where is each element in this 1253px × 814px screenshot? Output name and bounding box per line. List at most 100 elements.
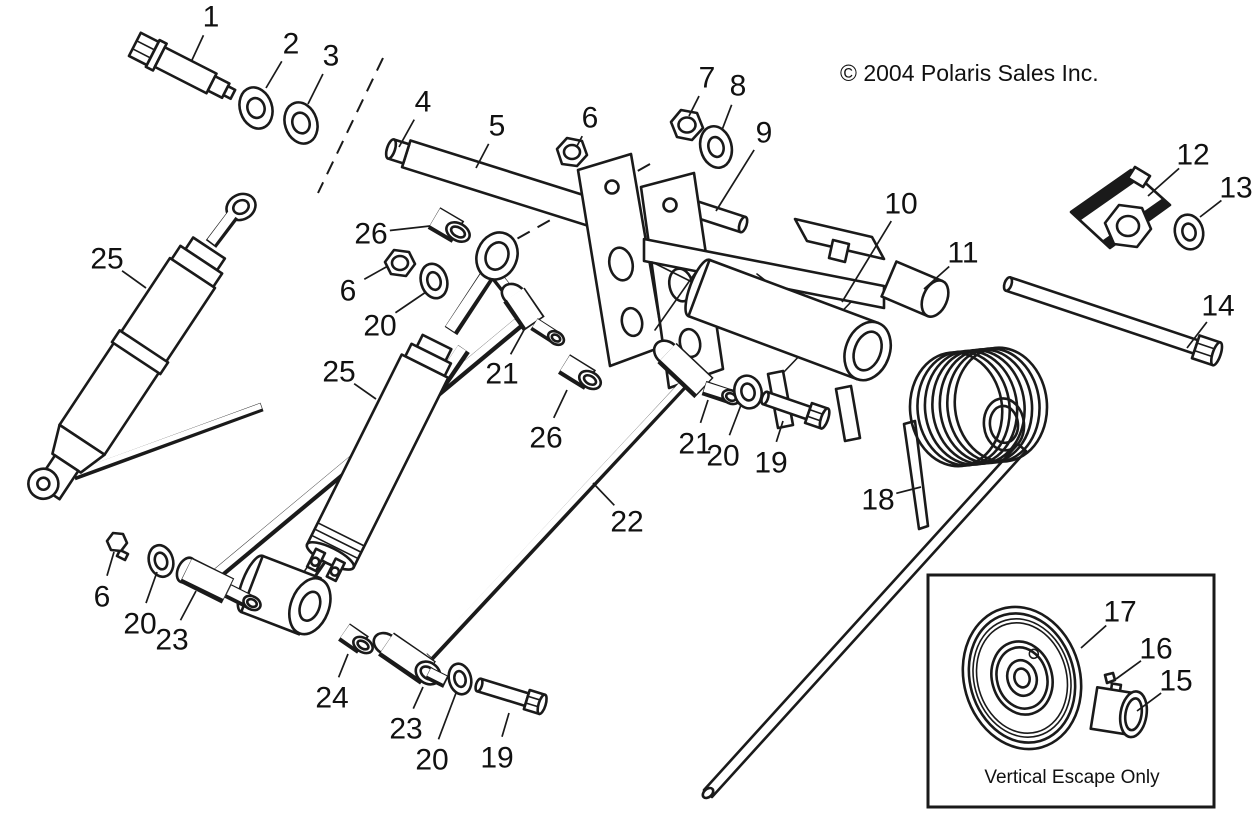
washer-part-2 xyxy=(238,86,274,130)
bolt-part-6-bottom xyxy=(105,531,130,562)
torsion-spring-part-18 xyxy=(701,346,1049,800)
leader-line-23 xyxy=(179,590,197,621)
leader-line-20 xyxy=(437,692,457,740)
callout-21: 21 xyxy=(678,428,711,461)
callout-6: 6 xyxy=(582,102,599,135)
tie-rod-part-22 xyxy=(426,378,690,661)
leader-line-17 xyxy=(1080,624,1107,649)
bolt-part-1 xyxy=(127,31,237,101)
leader-line-20 xyxy=(728,404,742,436)
callout-20: 20 xyxy=(123,608,156,641)
leader-line-12 xyxy=(1147,167,1180,197)
callout-15: 15 xyxy=(1159,665,1192,698)
callout-24: 24 xyxy=(315,682,348,715)
shock-absorber-part-25-left xyxy=(27,192,264,501)
rocker-pivot-eyelet xyxy=(236,554,332,636)
bolt-part-19-bottom xyxy=(474,677,548,716)
callout-20: 20 xyxy=(706,440,739,473)
callout-13: 13 xyxy=(1219,172,1252,205)
nut-part-6-mid xyxy=(383,248,417,278)
callout-1: 1 xyxy=(203,1,220,34)
callout-26: 26 xyxy=(354,218,387,251)
washer-part-13 xyxy=(1173,213,1205,251)
bolt-part-19-right xyxy=(760,390,831,430)
callout-6: 6 xyxy=(94,581,111,614)
callout-2: 2 xyxy=(283,28,300,61)
callout-20: 20 xyxy=(363,310,396,343)
inset-box: Vertical Escape Only xyxy=(926,573,1216,809)
leader-line-1 xyxy=(191,34,205,61)
leader-line-15 xyxy=(1136,692,1162,712)
elbow-fitting-part-23-right xyxy=(372,631,449,688)
elbow-fitting-part-23-left xyxy=(175,556,262,612)
inset-caption: Vertical Escape Only xyxy=(984,767,1160,788)
callout-3: 3 xyxy=(323,40,340,73)
callout-10: 10 xyxy=(884,188,917,221)
callout-9: 9 xyxy=(756,117,773,150)
callout-16: 16 xyxy=(1139,633,1172,666)
leader-line-3 xyxy=(307,73,324,105)
callout-22: 22 xyxy=(610,506,643,539)
washer-part-20-right xyxy=(733,374,763,410)
leader-line-20 xyxy=(145,571,158,604)
torque-tube-weldment-part-10 xyxy=(642,217,893,443)
leader-line-21 xyxy=(699,399,709,424)
callout-12: 12 xyxy=(1176,139,1209,172)
callout-19: 19 xyxy=(480,742,513,775)
leader-line-4 xyxy=(398,119,415,148)
washer-part-8 xyxy=(698,124,734,170)
bushing-part-26-top xyxy=(427,207,471,243)
rod-bolt-part-14 xyxy=(1002,275,1224,367)
washer-part-20-bottomright xyxy=(447,662,473,696)
callout-25: 25 xyxy=(90,243,123,276)
callout-18: 18 xyxy=(861,484,894,517)
washer-part-20-bottomleft xyxy=(147,543,175,579)
callout-5: 5 xyxy=(489,110,506,143)
leader-line-22 xyxy=(592,482,615,506)
leader-line-5 xyxy=(475,143,490,169)
callout-17: 17 xyxy=(1103,596,1136,629)
callout-21: 21 xyxy=(485,358,518,391)
leader-line-26 xyxy=(389,225,431,232)
elbow-fitting-part-21-right xyxy=(652,339,741,406)
leader-line-2 xyxy=(265,60,283,89)
leader-line-8 xyxy=(721,104,733,131)
leader-line-14 xyxy=(1186,321,1208,349)
leader-line-6 xyxy=(576,135,583,147)
leader-line-7 xyxy=(688,95,700,117)
leader-line-25 xyxy=(121,270,147,289)
washer-part-3 xyxy=(283,101,319,145)
bushing-part-24 xyxy=(338,623,374,655)
callout-4: 4 xyxy=(415,86,432,119)
leader-line-16 xyxy=(1115,660,1142,680)
callout-14: 14 xyxy=(1201,290,1234,323)
elbow-fitting-part-21-left xyxy=(500,282,566,347)
leader-line-9 xyxy=(715,149,755,212)
copyright-text: © 2004 Polaris Sales Inc. xyxy=(840,60,1099,86)
callout-23: 23 xyxy=(389,713,422,746)
leader-line-19 xyxy=(775,420,784,443)
leader-line-25 xyxy=(353,382,377,400)
nut-part-7 xyxy=(669,108,705,142)
idler-wheel-part-17 xyxy=(961,605,1083,751)
leader-line-6 xyxy=(363,265,389,280)
callout-8: 8 xyxy=(730,70,747,103)
leader-line-20 xyxy=(394,291,427,314)
end-cap-part-11 xyxy=(880,260,950,318)
leader-line-23 xyxy=(412,686,424,709)
bushing-part-15 xyxy=(1089,682,1149,739)
leader-line-6 xyxy=(106,551,115,576)
callout-11: 11 xyxy=(947,237,978,270)
leader-line-21 xyxy=(509,329,525,355)
nut-retainer-part-12 xyxy=(1069,165,1172,250)
leader-line-18 xyxy=(896,486,922,495)
shock-absorber-part-25-center xyxy=(305,231,524,583)
washer-part-20-mid xyxy=(419,262,449,300)
bushing-part-26-center xyxy=(557,354,603,391)
leader-line-24 xyxy=(337,653,349,678)
callout-7: 7 xyxy=(699,62,716,95)
callout-20: 20 xyxy=(415,744,448,777)
